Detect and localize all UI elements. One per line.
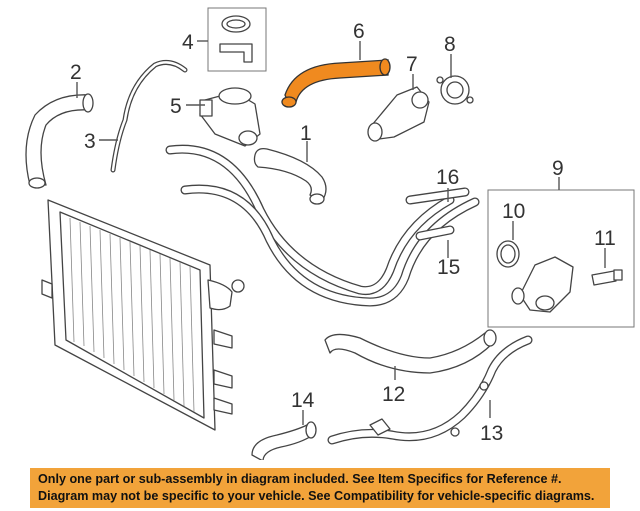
callout-12: 12 <box>382 383 405 406</box>
hose-part-12 <box>324 332 494 374</box>
leader-lines <box>76 40 606 425</box>
outlet-part-7 <box>367 86 430 142</box>
callout-15: 15 <box>437 256 460 279</box>
thermostat-part-8 <box>436 75 474 105</box>
hose-part-1 <box>253 147 327 202</box>
hose-part-14 <box>251 424 314 460</box>
callout-10: 10 <box>502 200 525 223</box>
notice-line-2: Diagram may not be specific to your vehi… <box>38 489 595 503</box>
part-9-box <box>487 189 635 328</box>
callout-7: 7 <box>406 53 418 76</box>
callout-2: 2 <box>70 61 82 84</box>
callout-14: 14 <box>291 389 315 412</box>
hose-part-2 <box>25 94 91 186</box>
callout-6: 6 <box>353 20 365 43</box>
callout-16: 16 <box>436 166 459 189</box>
callout-3: 3 <box>84 130 96 153</box>
pipes-part-15-16 <box>165 144 480 307</box>
callout-1: 1 <box>300 122 312 145</box>
callout-9: 9 <box>552 157 564 180</box>
callout-5: 5 <box>170 95 182 118</box>
parts-diagram: 1 2 3 4 5 6 7 8 9 10 11 12 13 14 15 16 <box>25 7 635 460</box>
part-4-box <box>207 7 267 72</box>
callout-8: 8 <box>444 33 456 56</box>
callout-4: 4 <box>182 31 194 54</box>
radiator <box>41 199 245 431</box>
callout-11: 11 <box>594 227 616 250</box>
housing-part-5 <box>199 87 261 147</box>
hose-part-6-highlighted <box>284 59 389 105</box>
notice-line-1: Only one part or sub-assembly in diagram… <box>38 472 562 486</box>
callout-13: 13 <box>480 422 503 445</box>
pipe-part-13 <box>327 335 533 445</box>
notice-banner: Only one part or sub-assembly in diagram… <box>30 468 610 508</box>
